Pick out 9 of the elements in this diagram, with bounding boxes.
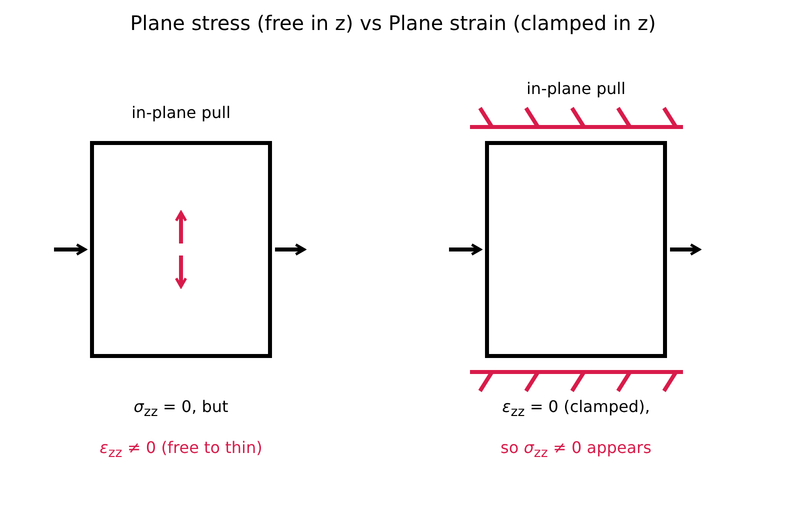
diagram-title: Plane stress (free in z) vs Plane strain (clamped in z) [130, 11, 656, 35]
caption-text: so σ$_{zz}$ ≠ 0 appears [500, 438, 652, 462]
caption-text: ε$_{zz}$ = 0 (clamped), [502, 397, 650, 420]
heading-label: in-plane pull [526, 79, 626, 98]
square-block [90, 141, 272, 358]
heading-label: in-plane pull [131, 103, 231, 122]
caption-text: ε$_{zz}$ ≠ 0 (free to thin) [100, 438, 262, 462]
square-block [485, 141, 667, 358]
caption-text: σ$_{zz}$ = 0, but [134, 397, 228, 420]
